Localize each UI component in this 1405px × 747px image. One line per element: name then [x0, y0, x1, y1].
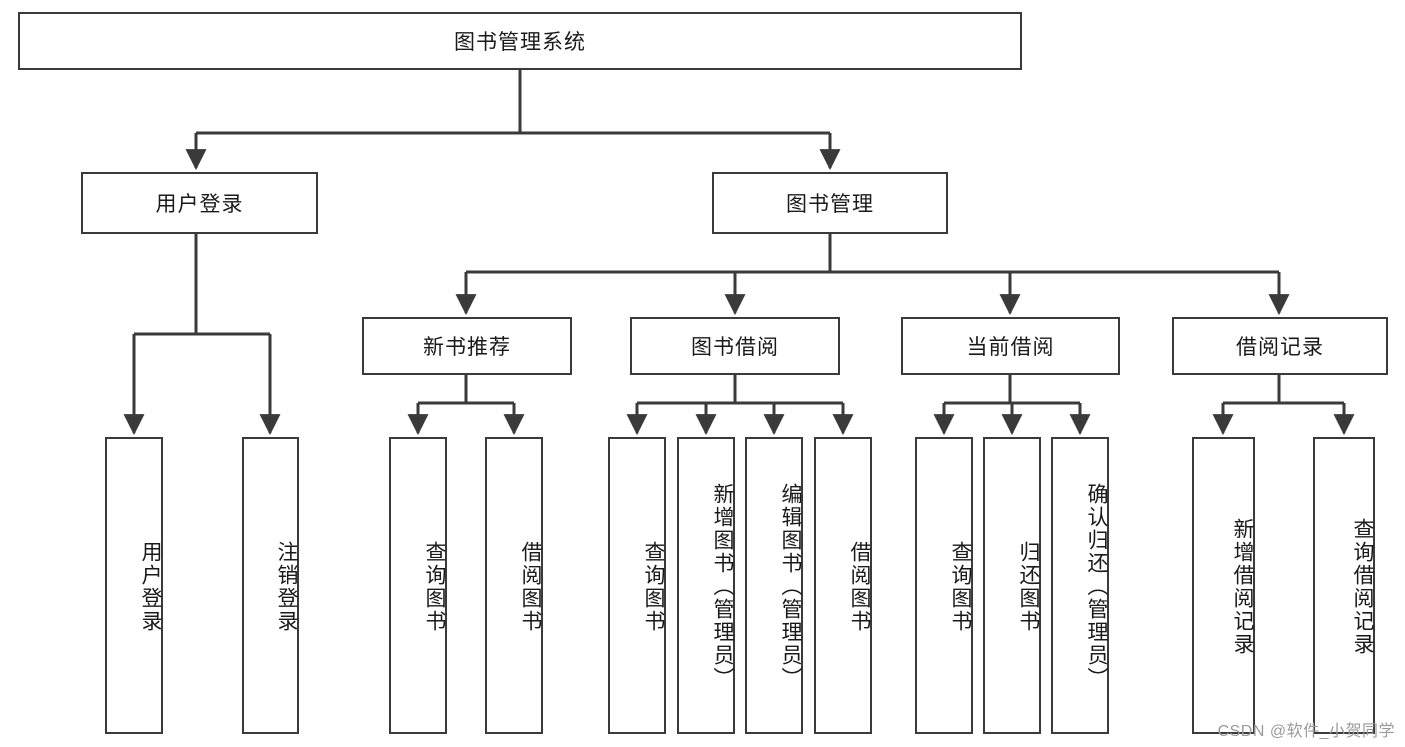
leaf-user-login-2-label: 注销登录	[275, 540, 298, 633]
node-root[interactable]: 图书管理系统	[18, 12, 1022, 70]
node-user-login[interactable]: 用户登录	[81, 172, 318, 234]
leaf-book-borrow-3-label: 编辑图书（管理员）	[779, 483, 802, 690]
leaf-book-borrow-2-label: 新增图书（管理员）	[711, 483, 734, 690]
node-new-book-recommend[interactable]: 新书推荐	[362, 317, 572, 375]
leaf-user-login-1[interactable]: 用户登录	[105, 437, 163, 734]
leaf-borrow-record-1-label: 新增借阅记录	[1231, 517, 1254, 656]
leaf-book-borrow-3[interactable]: 编辑图书（管理员）	[745, 437, 803, 734]
leaf-borrow-record-2[interactable]: 查询借阅记录	[1313, 437, 1375, 734]
leaf-current-borrow-3-label: 确认归还（管理员）	[1085, 483, 1108, 690]
node-borrow-record[interactable]: 借阅记录	[1172, 317, 1388, 375]
leaf-new-book-2[interactable]: 借阅图书	[485, 437, 543, 734]
node-user-login-label: 用户登录	[155, 193, 244, 216]
leaf-borrow-record-2-label: 查询借阅记录	[1351, 517, 1374, 656]
leaf-new-book-2-label: 借阅图书	[519, 540, 542, 633]
leaf-current-borrow-3[interactable]: 确认归还（管理员）	[1051, 437, 1109, 734]
node-book-management[interactable]: 图书管理	[712, 172, 948, 234]
watermark: CSDN @软件_小贺同学	[1217, 723, 1395, 740]
leaf-borrow-record-1[interactable]: 新增借阅记录	[1192, 437, 1255, 734]
leaf-book-borrow-4[interactable]: 借阅图书	[814, 437, 872, 734]
leaf-current-borrow-2[interactable]: 归还图书	[983, 437, 1041, 734]
node-root-label: 图书管理系统	[454, 31, 586, 54]
leaf-new-book-1[interactable]: 查询图书	[389, 437, 447, 734]
node-current-borrow[interactable]: 当前借阅	[901, 317, 1120, 375]
node-borrow-record-label: 借阅记录	[1236, 336, 1324, 359]
node-book-borrow[interactable]: 图书借阅	[630, 317, 840, 375]
leaf-book-borrow-1[interactable]: 查询图书	[608, 437, 666, 734]
leaf-book-borrow-2[interactable]: 新增图书（管理员）	[677, 437, 735, 734]
leaf-current-borrow-2-label: 归还图书	[1017, 540, 1040, 633]
leaf-user-login-2[interactable]: 注销登录	[242, 437, 299, 734]
node-current-borrow-label: 当前借阅	[966, 336, 1055, 359]
node-book-management-label: 图书管理	[786, 193, 874, 216]
leaf-user-login-1-label: 用户登录	[139, 540, 162, 633]
node-new-book-recommend-label: 新书推荐	[423, 336, 511, 359]
leaf-book-borrow-1-label: 查询图书	[642, 540, 665, 633]
leaf-book-borrow-4-label: 借阅图书	[848, 540, 871, 633]
leaf-new-book-1-label: 查询图书	[423, 540, 446, 633]
node-book-borrow-label: 图书借阅	[691, 336, 779, 359]
leaf-current-borrow-1-label: 查询图书	[949, 540, 972, 633]
leaf-current-borrow-1[interactable]: 查询图书	[915, 437, 973, 734]
